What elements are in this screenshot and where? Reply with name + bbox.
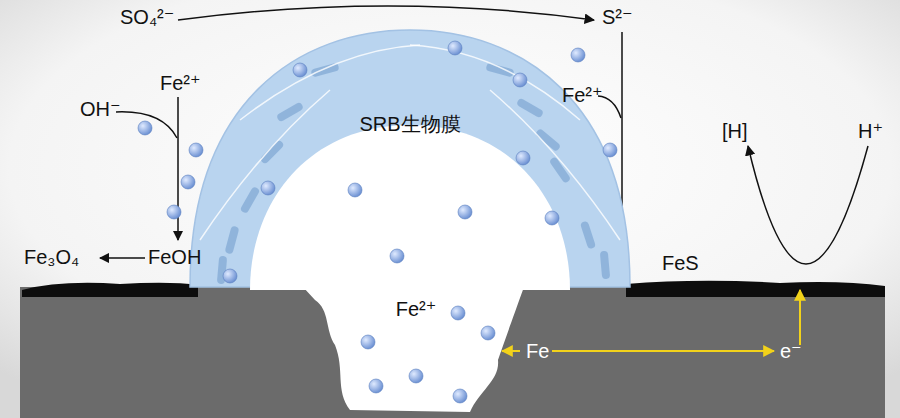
electron-label: e⁻	[780, 340, 802, 362]
ferrous-ion	[481, 326, 495, 340]
ferrous-ion	[513, 73, 527, 87]
fe3o4-layer	[22, 283, 198, 297]
ferrous-ion	[451, 306, 465, 320]
ferrous-ion	[453, 389, 467, 403]
bacterium	[516, 98, 544, 119]
biofilm-hollow	[250, 125, 570, 290]
oxidation-arrow	[100, 257, 145, 259]
ferrous-ion	[293, 63, 307, 77]
ferrous-ion	[516, 151, 530, 165]
biofilm-fibre	[410, 45, 580, 120]
dissolution-arrow	[502, 350, 520, 352]
iron-label: Fe	[526, 340, 549, 362]
hydroxide-merge-line	[116, 112, 177, 138]
sulfide-label: S²⁻	[602, 6, 633, 28]
iron-arrow	[177, 97, 179, 240]
reduction-arrow	[178, 6, 594, 20]
bacterium	[225, 225, 240, 254]
bacterium	[580, 220, 596, 249]
sulfate-label: SO₄²⁻	[120, 6, 174, 28]
ferrous-ion	[448, 41, 462, 55]
ferrous-ion	[390, 249, 404, 263]
ferrous-ion	[409, 369, 423, 383]
bacterium	[535, 128, 562, 152]
ferrous-ion	[545, 211, 559, 225]
electron-arrow	[799, 290, 801, 345]
ferrous-ion	[348, 183, 362, 197]
ferrous-ion	[361, 335, 375, 349]
magnetite-label: Fe₃O₄	[24, 246, 79, 268]
ferrous-ion	[181, 175, 195, 189]
ferrous-ion	[369, 379, 383, 393]
ferrous-ion	[189, 143, 203, 157]
hydrogen-atom-label: [H]	[722, 120, 748, 142]
biofilm-fibre	[240, 45, 420, 120]
node-outline	[185, 25, 635, 290]
node-label: Fe²⁺	[396, 298, 437, 320]
hydrogen-arrow	[748, 146, 868, 264]
ferrous-ion	[138, 121, 152, 135]
ferrous-ion	[458, 205, 472, 219]
proton-label: H⁺	[858, 120, 883, 142]
ferrous-label: Fe²⁺	[160, 72, 201, 94]
bacterium	[276, 102, 304, 123]
ferrous-ion	[261, 181, 275, 195]
fes-layer	[626, 281, 885, 297]
pit-shape	[303, 280, 524, 412]
bacterium	[240, 186, 261, 214]
feoh-label: FeOH	[148, 246, 201, 268]
corrosion-pit: Fe²⁺	[300, 280, 532, 418]
bacterium	[485, 63, 514, 78]
electron-flow-arrow	[552, 350, 774, 352]
ferrous-ion	[223, 269, 237, 283]
bacterium	[600, 251, 610, 280]
ferrous-ion	[571, 48, 585, 62]
ferrous-label: Fe²⁺	[562, 84, 603, 106]
node-label: SRB生物膜	[359, 113, 460, 135]
bacterium	[259, 139, 284, 164]
biofilm-dome: SRB生物膜	[185, 25, 635, 290]
ferrous-ion	[603, 143, 617, 157]
hydroxide-label: OH⁻	[80, 98, 121, 120]
fes-label: FeS	[662, 252, 699, 274]
ferrous-ion	[167, 205, 181, 219]
